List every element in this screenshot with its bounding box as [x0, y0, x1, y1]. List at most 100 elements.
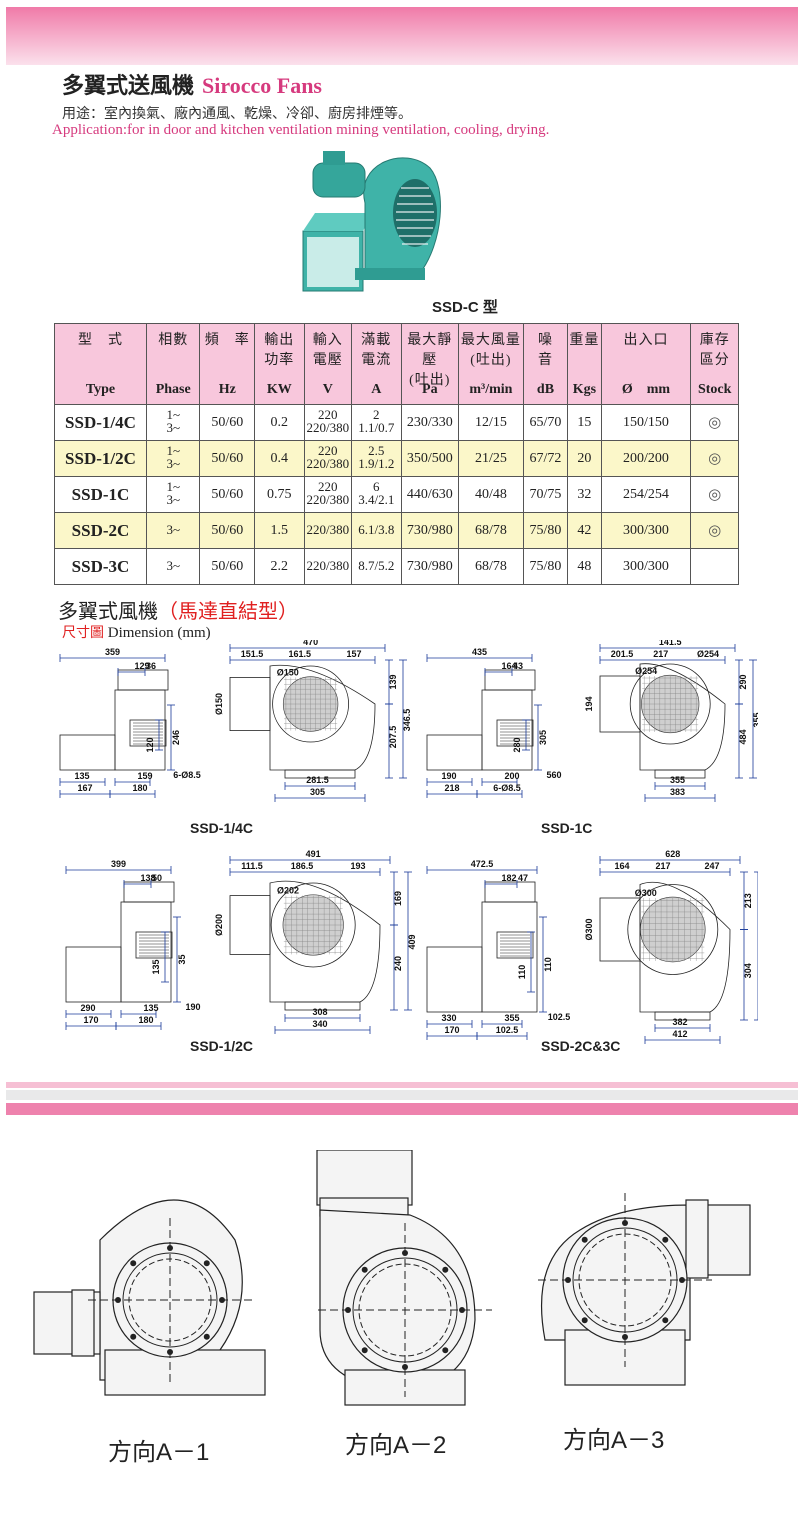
header-zh: 相數 — [147, 331, 200, 351]
cell-line: 2.5 — [368, 443, 385, 458]
section-title-main: 多翼式風機 — [58, 601, 158, 623]
cell-value: 440/630 — [406, 486, 453, 502]
cell-line: 3~ — [166, 492, 180, 507]
drawing-label: SSD-1/4C — [190, 820, 254, 836]
model-name: SSD-2C — [71, 520, 130, 540]
cell-value: 68/78 — [474, 522, 507, 538]
cell-phase: 3~ — [145, 512, 201, 549]
header-en: m³/min — [469, 382, 513, 397]
dimension-value: 161.5 — [288, 649, 311, 659]
bolt-hole — [581, 1236, 588, 1243]
dimension-value: 247 — [704, 861, 719, 871]
fan-base — [284, 769, 356, 779]
cell-value: 0.2 — [270, 414, 289, 430]
cell-line: 6 — [373, 479, 380, 494]
header-zh-line: 區分 — [699, 353, 730, 368]
divider-band — [6, 1103, 798, 1115]
base-a1 — [104, 1349, 266, 1396]
cell-line: 3~ — [166, 521, 180, 537]
dimension-value: 6-Ø8.5 — [173, 770, 201, 780]
cell-stock: ◎ — [690, 512, 739, 549]
cell-type: SSD-1C — [54, 476, 147, 513]
title-en: Sirocco Fans — [202, 73, 322, 98]
cell-hz: 50/60 — [199, 476, 256, 513]
cell-line: 220/380 — [306, 420, 350, 435]
header-zh-line: (吐出) — [409, 373, 451, 388]
dimension-value: 217 — [653, 649, 668, 659]
cell-value: 21/25 — [474, 450, 507, 466]
dimension-label-zh: 尺寸圖 — [62, 625, 104, 641]
dimension-value: 50 — [152, 873, 162, 883]
cell-hz: 50/60 — [199, 512, 256, 549]
cell-phase: 1~3~ — [145, 404, 201, 441]
cell-pa: 230/330 — [400, 404, 460, 441]
fan-outlet — [496, 719, 534, 747]
cell-value: 50/60 — [211, 558, 244, 574]
direction-label: 方向A－3 — [563, 1427, 665, 1454]
bolt-hole — [203, 1333, 210, 1340]
cell-kw: 0.4 — [254, 440, 305, 477]
dimension-value: Ø200 — [214, 914, 224, 936]
divider-band — [6, 1090, 798, 1100]
fan-inlet-ring — [270, 882, 356, 968]
cell-line: 6.1/3.8 — [358, 521, 395, 537]
fan-front-duct — [229, 895, 271, 955]
header-zh-line: 電壓 — [312, 353, 343, 368]
cell-line: 3~ — [166, 420, 180, 435]
cell-pa: 350/500 — [400, 440, 460, 477]
dimension-value: 138 — [140, 873, 155, 883]
cell-value: 300/300 — [623, 522, 669, 538]
fan-side-body — [481, 901, 538, 1013]
cell-flow: 12/15 — [458, 404, 524, 441]
dimension-value: 281.5 — [306, 775, 329, 785]
dimension-value: 200 — [504, 771, 519, 781]
header-zh-line: 輸出 — [264, 333, 295, 348]
header-zh: 頻 率 — [200, 331, 254, 351]
header-zh-line: 出入口 — [623, 333, 669, 348]
bolt-hole — [662, 1236, 669, 1243]
dimension-value: Ø300 — [584, 918, 594, 940]
header-zh: 輸出功率 — [255, 331, 304, 371]
header-zh-line: 最大風量 — [460, 333, 521, 348]
dimension-value: 194 — [584, 696, 594, 711]
cell-value: 150/150 — [623, 414, 669, 430]
bolt-hole — [581, 1317, 588, 1324]
dimension-label-en: Dimension (mm) — [107, 625, 211, 641]
fan-inlet-duct — [426, 734, 483, 771]
dimension-value: 129 — [134, 661, 149, 671]
fan-inner-ring — [122, 1252, 218, 1348]
cell-type: SSD-1/4C — [54, 404, 147, 441]
cell-value: 42 — [577, 522, 592, 538]
dimension-value: 141.5 — [659, 640, 682, 647]
header-en: Ø mm — [621, 382, 671, 397]
header-zh-line: 輸入 — [312, 333, 343, 348]
cell-value: 730/980 — [406, 558, 453, 574]
direction-label: 方向A－2 — [345, 1432, 447, 1459]
header-en: Phase — [155, 382, 191, 397]
dimension-value: 472.5 — [471, 859, 494, 869]
dimension-value: 180 — [138, 1015, 153, 1025]
fan-inlet-duct — [59, 734, 116, 771]
header-zh-line: 庫存 — [699, 333, 730, 348]
dimension-value: 139 — [388, 674, 398, 689]
cell-v: 220/380 — [303, 512, 353, 549]
cell-value: 67/72 — [529, 450, 562, 466]
cell-value: 230/330 — [406, 414, 453, 430]
cell-value: 75/80 — [529, 522, 562, 538]
dimension-value: 290 — [80, 1003, 95, 1013]
dimension-value: 308 — [312, 1007, 327, 1017]
cell-port: 200/200 — [600, 440, 692, 477]
dimension-value: 182 — [501, 873, 516, 883]
cell-value: 70/75 — [529, 486, 562, 502]
cell-value: 1.5 — [270, 522, 289, 538]
fan-front-duct — [599, 897, 641, 962]
outlet-a2 — [316, 1150, 413, 1206]
dimension-value: 207.5 — [388, 726, 398, 749]
fan-front-duct — [599, 675, 641, 733]
